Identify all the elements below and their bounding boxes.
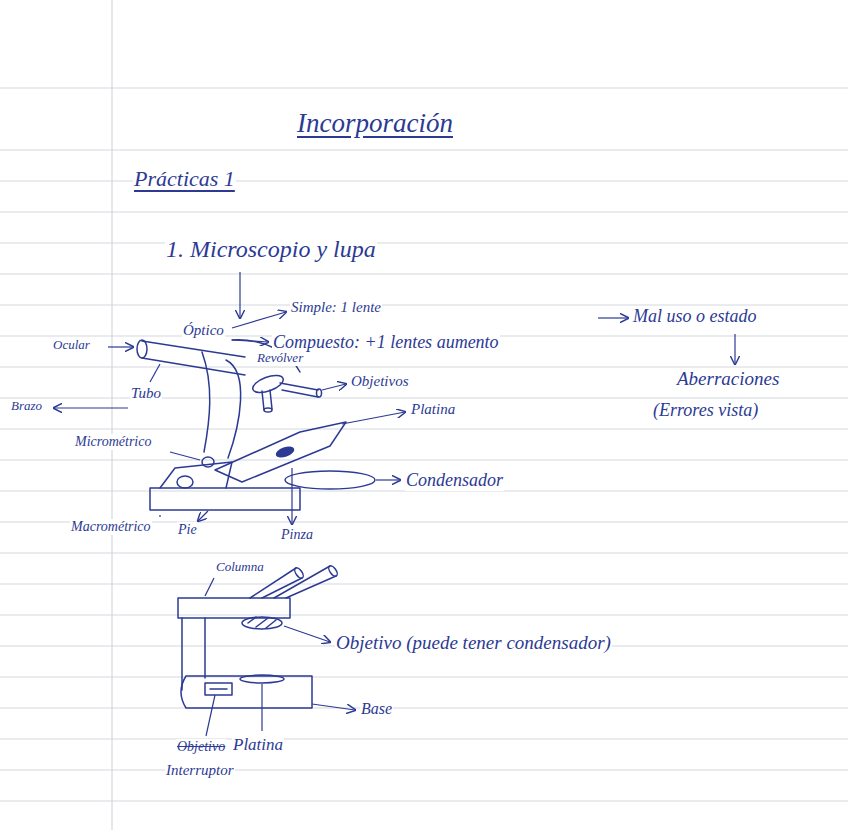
part-label: Simple: 1 lente [290, 299, 382, 316]
part-label: Objetivo (puede tener condensador) [335, 632, 612, 654]
stereo-leader-lines [205, 578, 355, 736]
part-label: Platina [410, 401, 456, 418]
part-label: Aberraciones [676, 368, 780, 390]
part-label: Revólver [256, 351, 304, 366]
section-heading: 1. Microscopio y lupa [165, 236, 377, 264]
part-label: Base [360, 700, 393, 718]
compound-microscope [137, 340, 375, 510]
ruled-lines [0, 88, 848, 801]
part-label: Platina [232, 735, 284, 755]
part-label: Óptico [182, 322, 225, 339]
part-label: Macrométrico [70, 519, 152, 535]
part-label: Objetivos [350, 373, 410, 390]
part-label: Ocular [52, 338, 91, 353]
margin-line [112, 0, 113, 830]
part-label: Interruptor [165, 762, 235, 779]
stereo-magnifier [178, 564, 339, 708]
part-label: Pinza [280, 527, 314, 543]
section-heading: Prácticas 1 [133, 166, 236, 191]
part-label: Columna [215, 560, 265, 575]
part-label: Tubo [130, 385, 162, 402]
part-label: Brazo [10, 399, 43, 414]
part-label: Micrométrico [74, 434, 152, 450]
part-label: Pie [177, 522, 198, 538]
part-label: Condensador [405, 470, 504, 491]
part-label: Compuesto: +1 lentes aumento [272, 332, 500, 353]
page-title: Incorporación [296, 108, 454, 139]
part-label: (Errores vista) [652, 400, 759, 421]
part-label: Objetivo [176, 739, 226, 755]
part-label: Mal uso o estado [632, 306, 758, 327]
